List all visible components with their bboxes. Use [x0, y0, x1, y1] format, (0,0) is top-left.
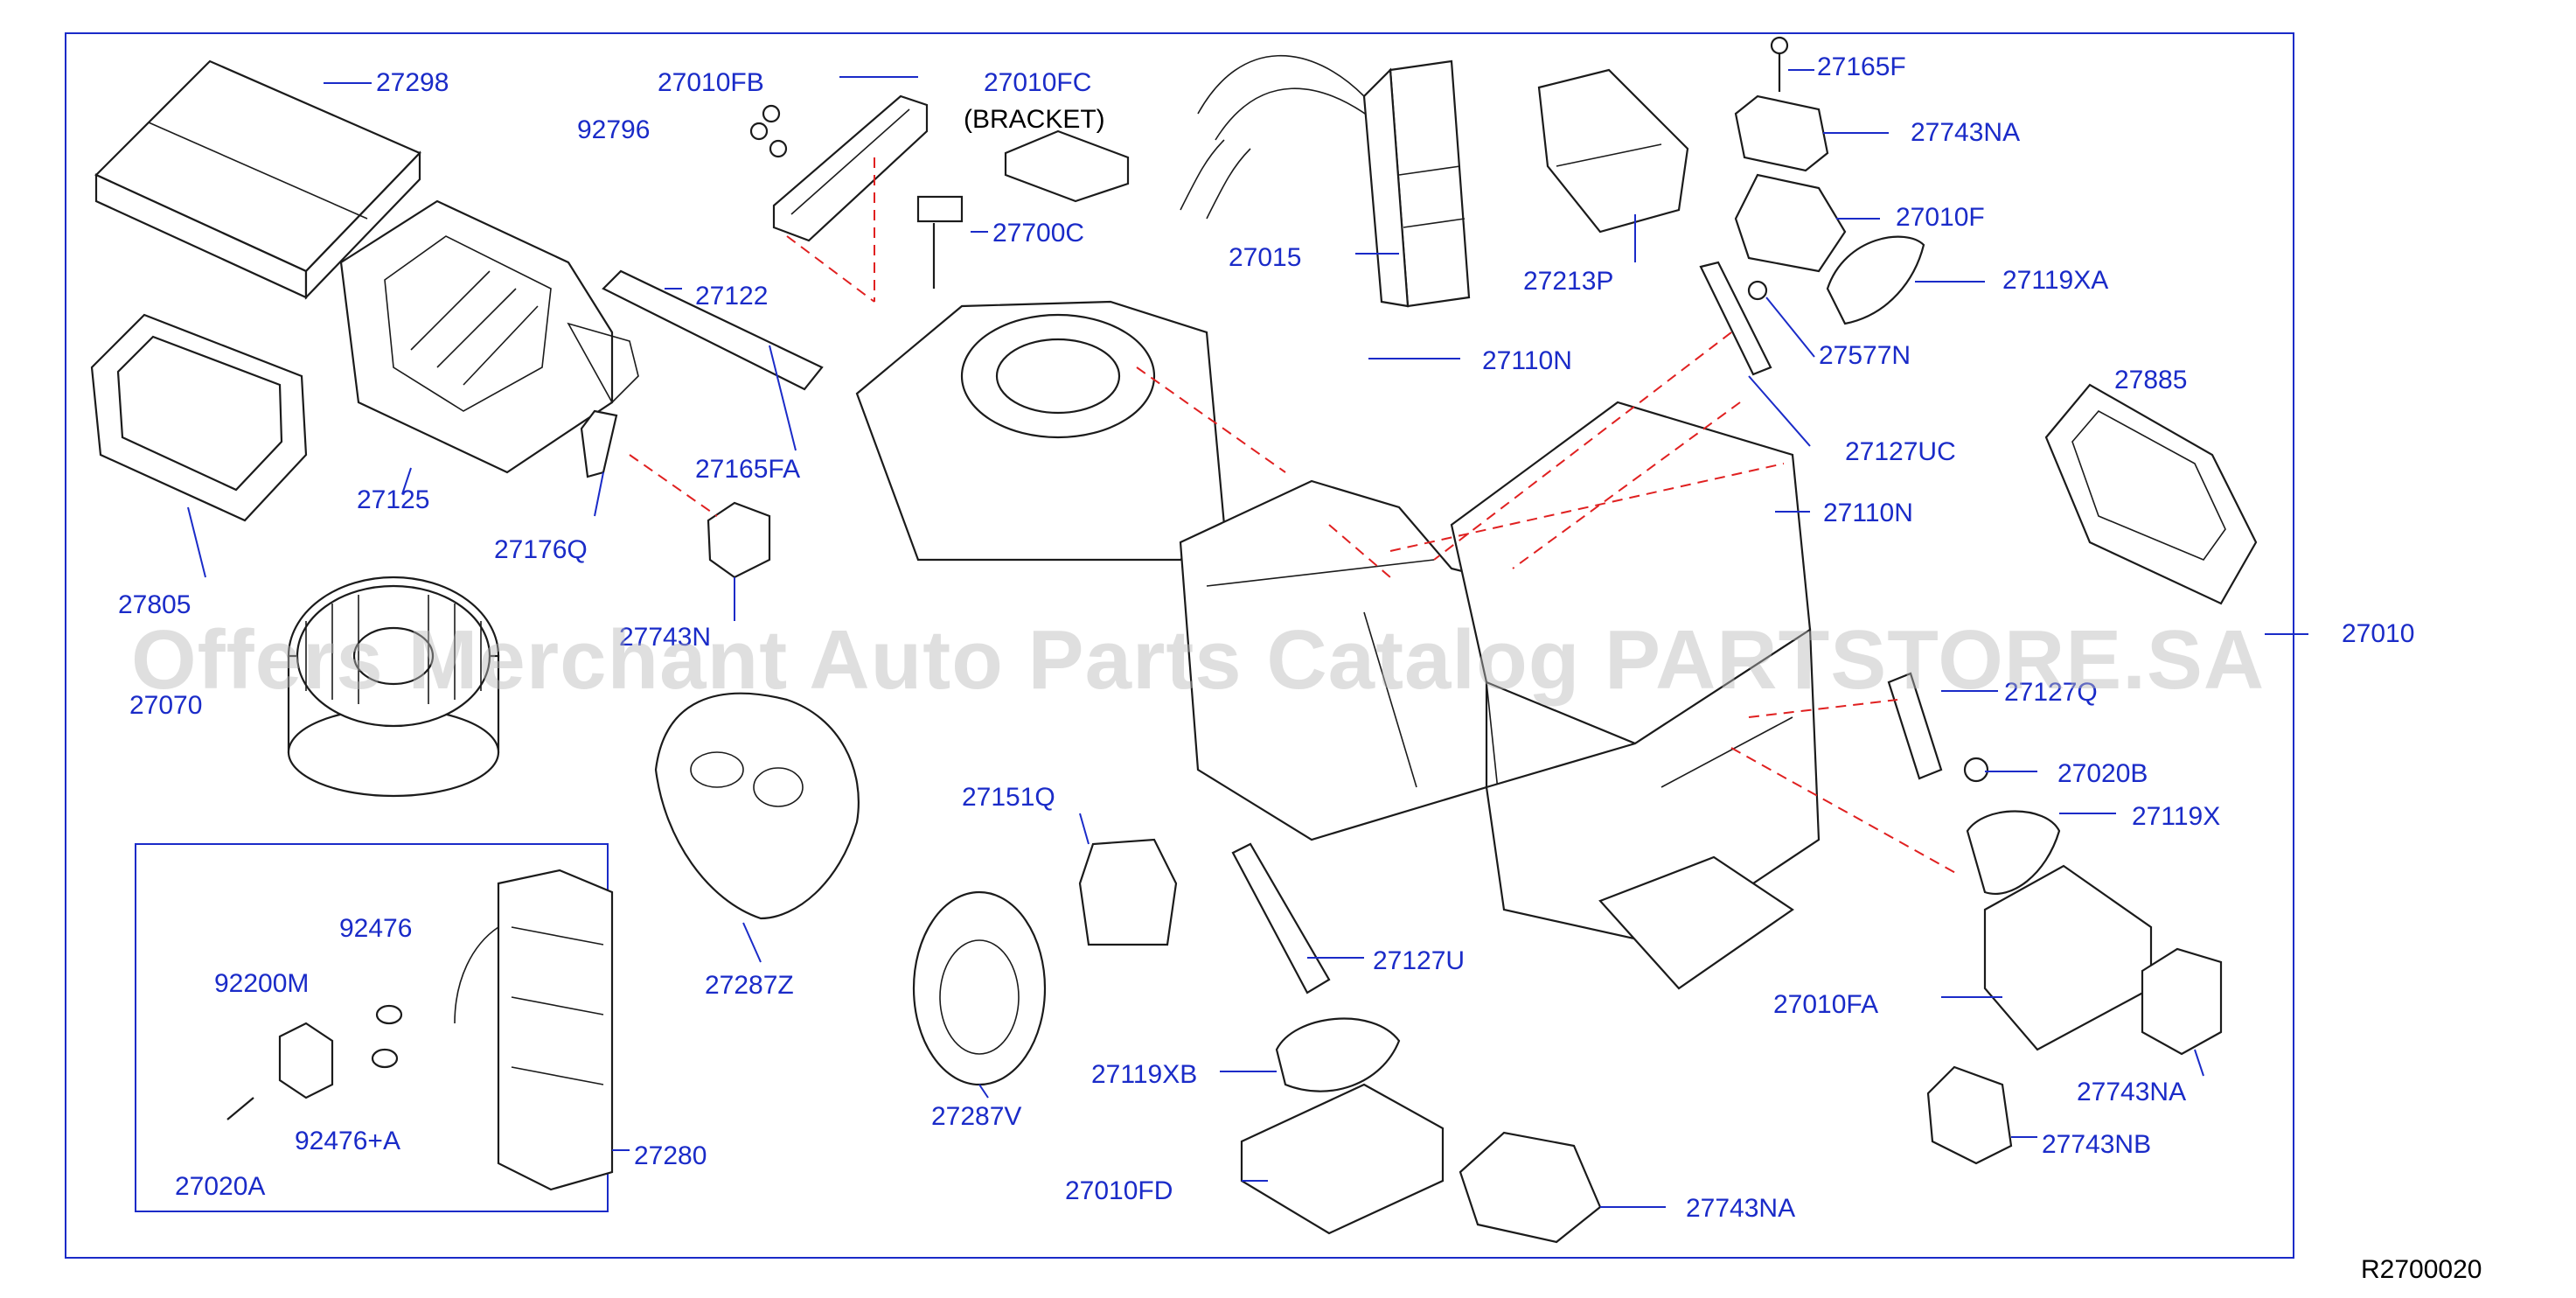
- cover-27287V: [912, 890, 1047, 1086]
- label-27110N-a: 27110N: [1482, 346, 1572, 375]
- label-27010FC: 27010FC: [984, 68, 1092, 97]
- link-27127UC: [1699, 261, 1772, 376]
- label-27743NA-bottom: 27743NA: [1686, 1194, 1796, 1223]
- label-27743NA-top: 27743NA: [1911, 118, 2021, 147]
- watermark: Offers Merchant Auto Parts Catalog PARTS…: [131, 613, 2266, 707]
- label-27010: 27010: [2342, 619, 2415, 648]
- label-27122: 27122: [695, 282, 769, 311]
- seal-27122: [602, 269, 824, 391]
- evaporator-27280: [454, 869, 614, 1191]
- bracket-27010FC: [1004, 129, 1130, 203]
- label-27743NA-right: 27743NA: [2077, 1078, 2187, 1106]
- label-92200M: 92200M: [214, 969, 310, 998]
- actuator-27743NA-bottom: [1459, 1131, 1602, 1244]
- sensor-27176Q: [580, 409, 618, 478]
- module-27213P: [1537, 68, 1689, 234]
- label-27743NB: 27743NB: [2042, 1130, 2152, 1159]
- label-27020B: 27020B: [2057, 759, 2148, 788]
- label-27070: 27070: [129, 691, 203, 720]
- heater-core-27015: [1180, 54, 1471, 308]
- label-27743N: 27743N: [619, 623, 712, 652]
- bracket-27010F: [1734, 173, 1847, 273]
- assembly-dashed-lines: [629, 157, 1960, 876]
- label-27280: 27280: [634, 1141, 707, 1170]
- label-92476: 92476: [339, 914, 413, 943]
- label-27127Q: 27127Q: [2004, 678, 2098, 707]
- label-27165FA: 27165FA: [695, 455, 801, 484]
- label-27015: 27015: [1229, 243, 1302, 272]
- door-27119X: [1966, 810, 2061, 895]
- label-27287Z: 27287Z: [705, 971, 794, 1000]
- seal-27805: [90, 313, 308, 522]
- outer-frame: [65, 32, 2294, 1259]
- label-27165F: 27165F: [1817, 52, 1906, 81]
- valve-92200M: [226, 1004, 403, 1120]
- intake-housing-27125: [339, 199, 639, 474]
- label-27127U: 27127U: [1373, 946, 1466, 975]
- label-27110N-b: 27110N: [1823, 499, 1913, 527]
- label-27010FA: 27010FA: [1773, 990, 1879, 1019]
- plate-27010FA: [1983, 864, 2153, 1051]
- label-27298: 27298: [376, 68, 449, 97]
- filter-27298: [94, 59, 421, 300]
- label-27885: 27885: [2114, 366, 2188, 394]
- blower-motor-27070: [287, 576, 500, 798]
- label-27176Q: 27176Q: [494, 535, 588, 564]
- door-27119XA: [1826, 235, 1925, 325]
- label-27700C: 27700C: [992, 219, 1085, 248]
- label-bracket: (BRACKET): [964, 105, 1105, 134]
- actuator-27743NA-top: [1734, 36, 1829, 172]
- actuator-27743NB: [1926, 1065, 2013, 1165]
- label-27010FB: 27010FB: [658, 68, 764, 97]
- label-27213P: 27213P: [1523, 267, 1614, 296]
- link-27127U: [1231, 842, 1331, 994]
- label-27020A: 27020A: [175, 1172, 266, 1201]
- duct-27287Z: [654, 692, 860, 920]
- label-27805: 27805: [118, 590, 191, 619]
- label-27125: 27125: [357, 485, 430, 514]
- door-27119XB: [1275, 1017, 1401, 1092]
- leader-lines: [187, 69, 2308, 1208]
- label-92476A: 92476+A: [295, 1127, 400, 1155]
- label-27151Q: 27151Q: [962, 783, 1055, 812]
- bracket-27010FB: [749, 94, 929, 242]
- resistor-27151Q: [1078, 838, 1178, 946]
- label-92796: 92796: [577, 115, 651, 144]
- duct-27885: [2044, 383, 2258, 605]
- label-27119X: 27119X: [2132, 802, 2221, 831]
- hvac-case-27010: [855, 300, 1821, 990]
- diagram-code: R2700020: [2361, 1255, 2482, 1284]
- sensor-27700C: [916, 195, 964, 289]
- label-27577N: 27577N: [1819, 341, 1911, 370]
- actuator-27743N: [707, 501, 771, 579]
- label-27127UC: 27127UC: [1845, 437, 1956, 466]
- label-27119XA: 27119XA: [2002, 266, 2109, 295]
- plate-27010FD: [1240, 1083, 1445, 1235]
- label-27010FD: 27010FD: [1065, 1176, 1173, 1205]
- link-27127Q: [1887, 672, 1989, 783]
- label-27287V: 27287V: [931, 1102, 1022, 1131]
- label-27119XB: 27119XB: [1091, 1060, 1198, 1089]
- actuator-27743NA-right: [2141, 947, 2223, 1056]
- label-27010F: 27010F: [1896, 203, 1985, 232]
